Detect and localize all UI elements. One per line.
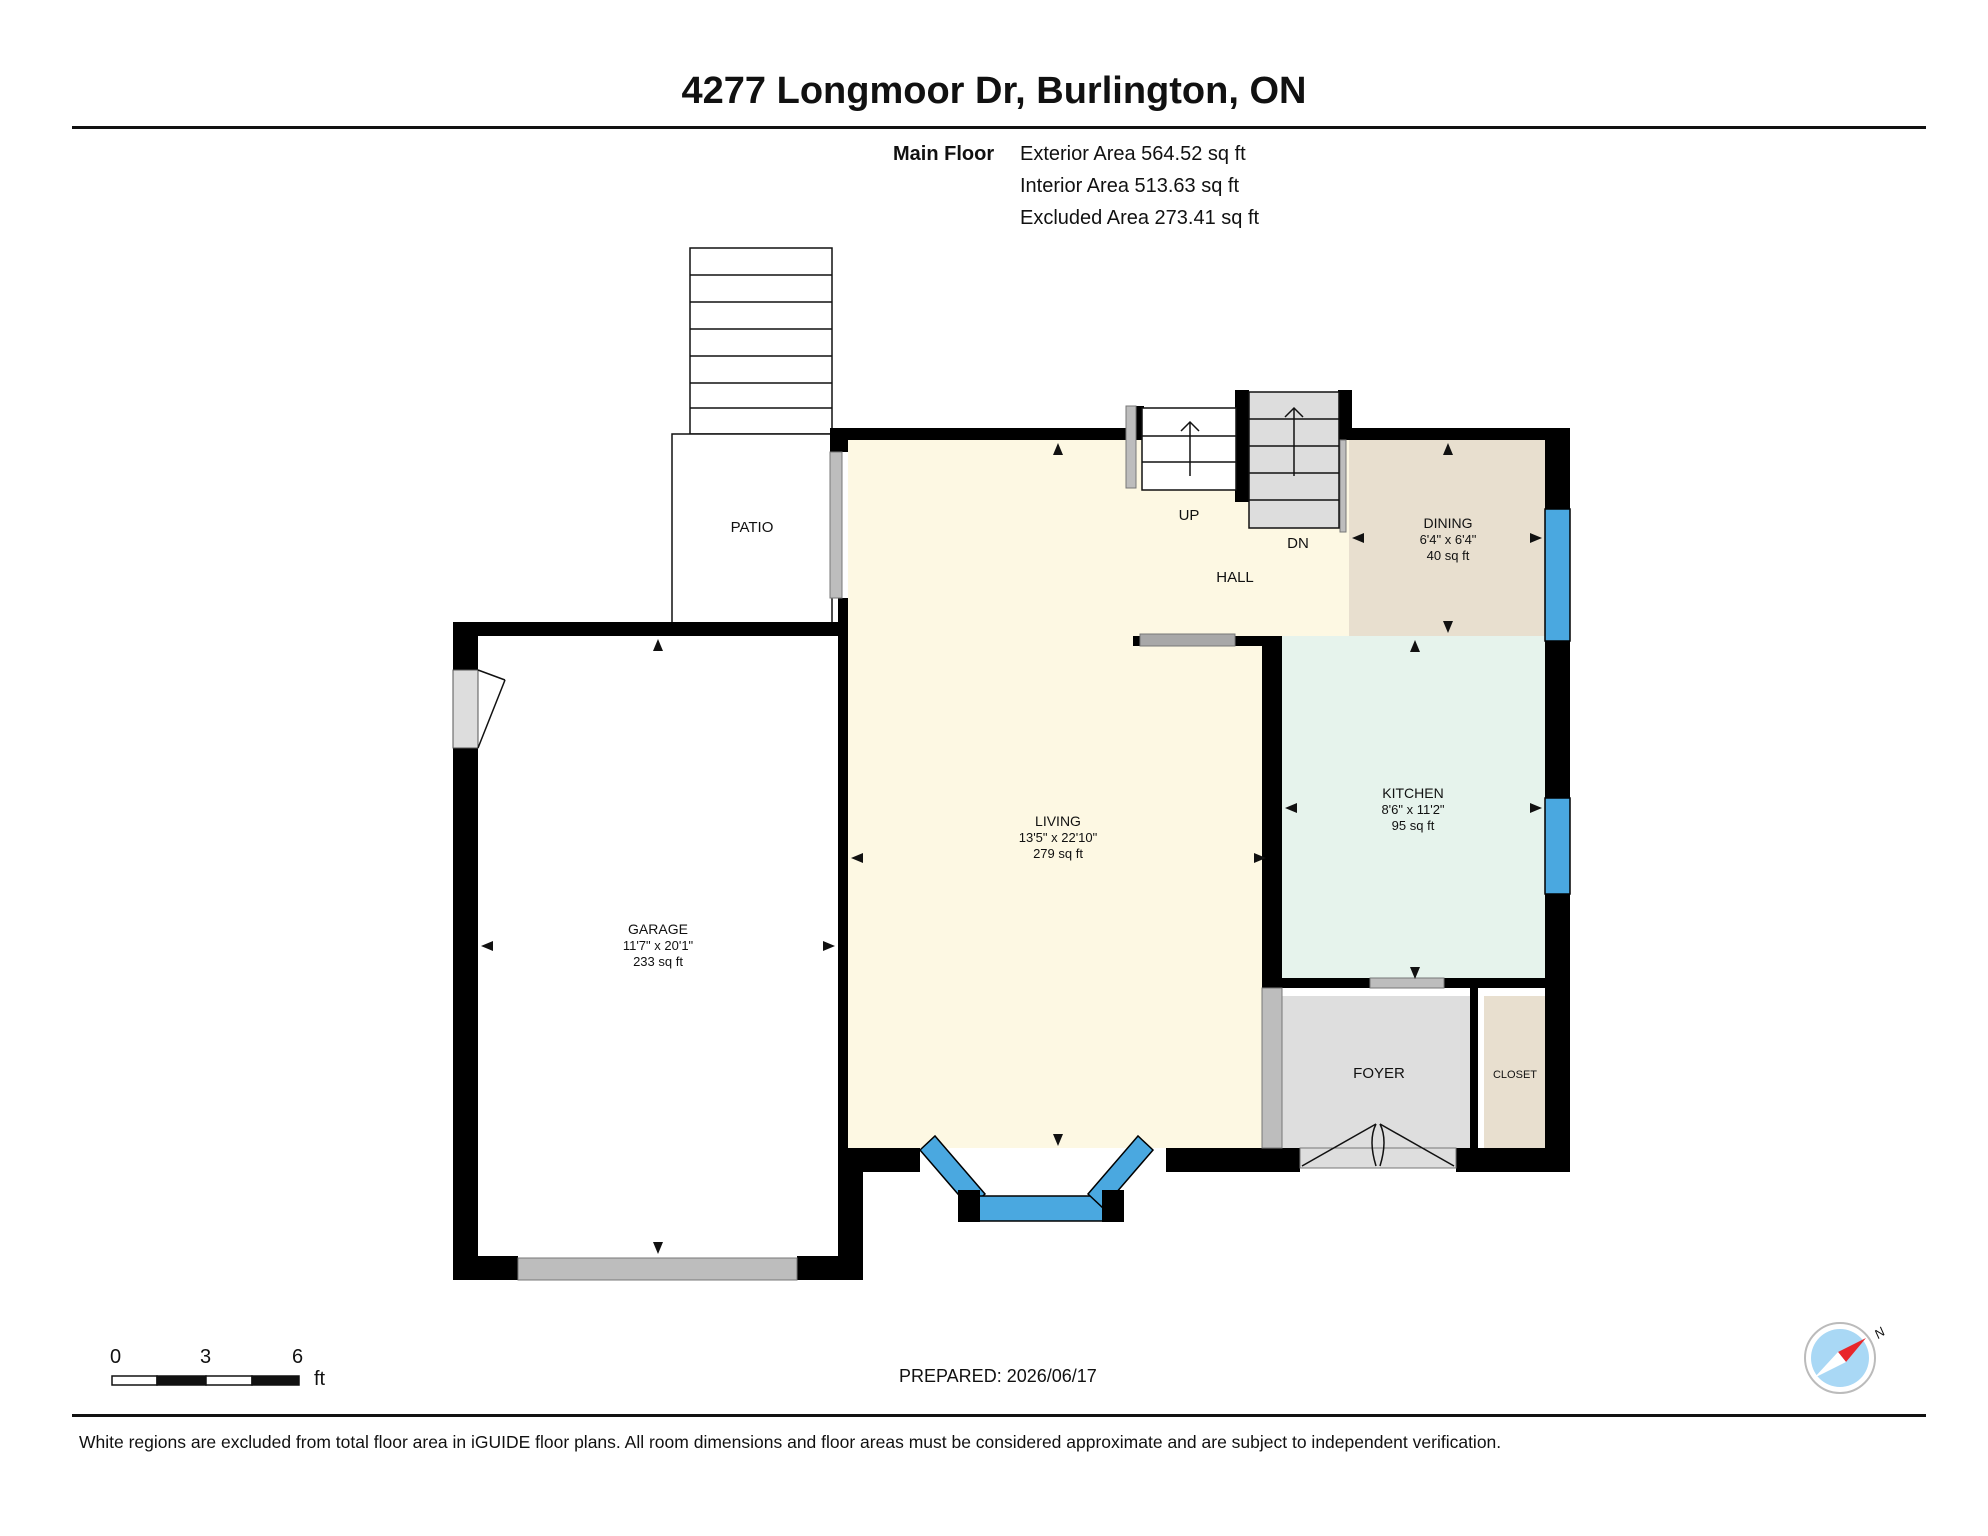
exterior-stairs	[689, 247, 833, 435]
patio-outline	[671, 433, 833, 627]
kitchen-label: KITCHEN	[1382, 785, 1443, 801]
kitchen-window	[1544, 797, 1571, 895]
room-fills	[478, 440, 1545, 1256]
interior-area: Interior Area 513.63 sq ft	[1020, 175, 1240, 197]
dining-dims: 6'4" x 6'4"	[1420, 532, 1477, 547]
footer-divider	[72, 1414, 1926, 1417]
garage-label: GARAGE	[628, 921, 688, 937]
dining-fill	[1349, 440, 1545, 636]
header-divider	[72, 126, 1926, 129]
room-labels: PATIO UP DN HALL DINING 6'4" x 6'4" 40 s…	[623, 507, 1537, 1082]
scale-unit: ft	[314, 1368, 326, 1390]
page-title: 4277 Longmoor Dr, Burlington, ON	[681, 70, 1307, 112]
compass-icon: N	[1804, 1322, 1888, 1394]
excluded-area: Excluded Area 273.41 sq ft	[1020, 207, 1260, 229]
kitchen-dims: 8'6" x 11'2"	[1381, 802, 1444, 817]
bay-window-posts	[958, 1190, 1124, 1222]
hall-label: HALL	[1216, 569, 1254, 586]
living-label: LIVING	[1035, 813, 1081, 829]
garage-fill	[478, 636, 838, 1256]
garage-area: 233 sq ft	[633, 954, 683, 969]
stairs-up	[1141, 407, 1237, 491]
entry-door	[1301, 1123, 1455, 1167]
living-fill	[848, 440, 1349, 1148]
bay-window-center	[978, 1195, 1104, 1222]
scale-bar	[111, 1375, 300, 1386]
living-area: 279 sq ft	[1033, 846, 1083, 861]
living-dims: 13'5" x 22'10"	[1019, 830, 1098, 845]
kitchen-fill	[1282, 636, 1545, 982]
disclaimer: White regions are excluded from total fl…	[79, 1432, 1502, 1452]
closet-fill	[1484, 996, 1545, 1148]
scale-tick-0: 0	[110, 1346, 122, 1368]
kitchen-area: 95 sq ft	[1392, 818, 1435, 833]
floor-label: Main Floor	[893, 143, 995, 165]
garage-dims: 11'7" x 20'1"	[623, 938, 694, 953]
foyer-label: FOYER	[1353, 1065, 1405, 1082]
dining-label: DINING	[1424, 515, 1473, 531]
stairs-down	[1248, 391, 1340, 529]
exterior-area: Exterior Area 564.52 sq ft	[1020, 143, 1246, 165]
dn-label: DN	[1287, 535, 1309, 552]
prepared-date: PREPARED: 2026/06/17	[899, 1366, 1097, 1386]
closet-label: CLOSET	[1493, 1069, 1537, 1081]
dining-area: 40 sq ft	[1427, 548, 1470, 563]
up-label: UP	[1179, 507, 1200, 524]
scale-tick-3: 3	[200, 1346, 212, 1368]
dining-window	[1544, 508, 1571, 642]
garage-door-swing	[452, 669, 506, 749]
patio-label: PATIO	[731, 519, 774, 536]
compass-north-label: N	[1871, 1324, 1888, 1342]
dimension-arrows	[481, 443, 1542, 1254]
scale-tick-6: 6	[292, 1346, 304, 1368]
door-openings	[517, 405, 1457, 1281]
foyer-fill	[1282, 996, 1476, 1166]
